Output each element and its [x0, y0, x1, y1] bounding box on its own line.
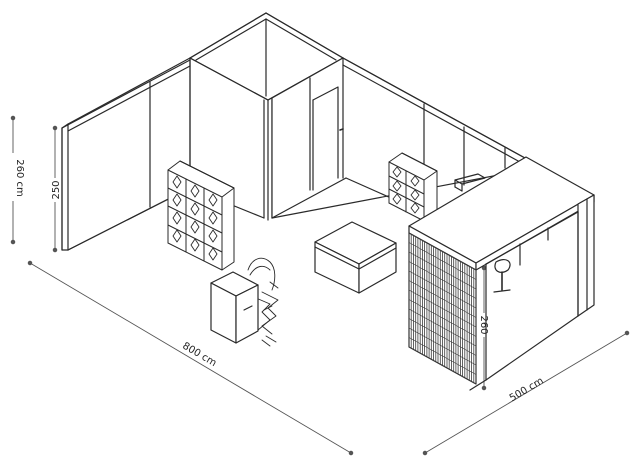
total-height-label: 260 cm	[14, 159, 25, 197]
width-label: 500 cm	[508, 376, 546, 405]
front-slat-panel	[408, 232, 477, 385]
slat-rail	[408, 270, 477, 309]
slat-rail	[408, 261, 477, 299]
left-back-wall	[61, 57, 191, 251]
wall-height-label: 250	[51, 180, 62, 199]
slat-rail	[408, 327, 477, 366]
coffee-table	[314, 221, 397, 294]
counter-height-label: 260	[478, 315, 489, 334]
slat-rail	[408, 232, 477, 271]
slat-rail	[408, 346, 477, 385]
reception-counter	[210, 271, 259, 344]
slat-rail	[408, 251, 477, 290]
slat-rail	[408, 289, 477, 328]
cube-shelf-left	[167, 160, 235, 271]
slat-rail	[408, 242, 477, 280]
dimension-lines	[10, 115, 630, 456]
slat-rail	[408, 318, 477, 356]
slat-rail	[408, 337, 477, 375]
reception-chair	[247, 257, 279, 347]
slat-rail	[408, 280, 477, 318]
cube-shelf-right	[388, 152, 438, 222]
slat-rail	[408, 299, 477, 337]
slat-rail	[408, 308, 477, 347]
